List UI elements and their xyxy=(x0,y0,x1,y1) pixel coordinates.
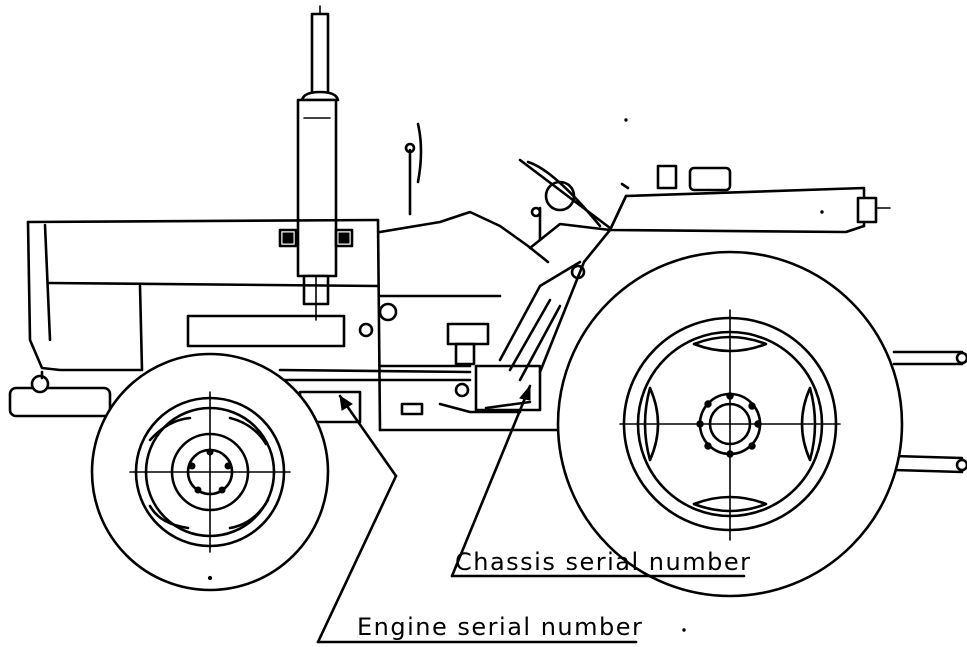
engine-arrow xyxy=(339,394,353,411)
front-bumper xyxy=(8,370,112,418)
engine-leader xyxy=(316,474,398,644)
chassis-leader xyxy=(450,384,532,578)
leader-lines xyxy=(316,384,746,644)
rear-wheel xyxy=(556,250,904,598)
engine-serial-label: Engine serial number xyxy=(357,613,644,641)
rear-hitch xyxy=(892,350,967,474)
engine-block xyxy=(278,210,562,432)
front-wheel xyxy=(90,352,330,592)
engine-leader-upper xyxy=(338,394,398,478)
exhaust-pipe xyxy=(296,5,340,321)
steering-wheel xyxy=(404,122,612,242)
hood xyxy=(26,218,382,432)
chassis-serial-label: Chassis serial number xyxy=(455,548,752,576)
chassis-arrow xyxy=(519,384,531,401)
